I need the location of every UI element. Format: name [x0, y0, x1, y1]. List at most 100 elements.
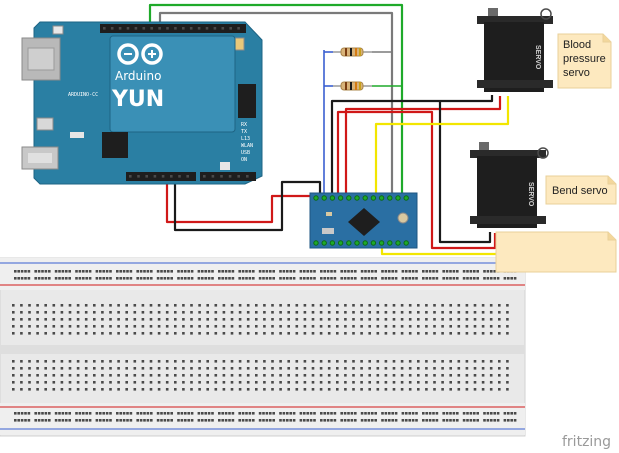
terminal-hole[interactable] [465, 311, 469, 314]
terminal-hole[interactable] [433, 374, 436, 377]
terminal-hole[interactable] [457, 318, 461, 321]
rail-hole[interactable] [367, 419, 371, 422]
terminal-hole[interactable] [271, 360, 274, 363]
rail-hole[interactable] [24, 277, 27, 280]
terminal-hole[interactable] [352, 360, 355, 363]
terminal-hole[interactable] [392, 325, 396, 328]
rail-hole[interactable] [388, 419, 391, 422]
terminal-hole[interactable] [60, 304, 64, 307]
rail-hole[interactable] [105, 270, 109, 273]
terminal-hole[interactable] [230, 374, 234, 377]
rail-hole[interactable] [82, 412, 85, 415]
rail-hole[interactable] [405, 270, 408, 273]
terminal-hole[interactable] [60, 367, 64, 370]
terminal-hole[interactable] [165, 318, 169, 321]
rail-hole[interactable] [323, 412, 326, 415]
rail-hole[interactable] [367, 270, 371, 273]
terminal-hole[interactable] [93, 367, 96, 370]
rail-hole[interactable] [452, 277, 456, 280]
rail-hole[interactable] [241, 270, 245, 273]
terminal-hole[interactable] [28, 318, 31, 321]
rail-hole[interactable] [381, 419, 384, 422]
terminal-hole[interactable] [76, 381, 80, 384]
terminal-hole[interactable] [295, 311, 299, 314]
rail-hole[interactable] [333, 277, 337, 280]
terminal-hole[interactable] [76, 318, 80, 321]
terminal-hole[interactable] [246, 360, 250, 363]
terminal-hole[interactable] [457, 332, 461, 335]
terminal-hole[interactable] [117, 304, 120, 307]
rail-hole[interactable] [422, 419, 425, 422]
analog-pin[interactable] [203, 175, 206, 178]
rail-hole[interactable] [408, 419, 411, 422]
terminal-hole[interactable] [473, 304, 477, 307]
rail-hole[interactable] [384, 419, 388, 422]
rail-hole[interactable] [177, 412, 180, 415]
terminal-hole[interactable] [327, 374, 331, 377]
terminal-hole[interactable] [441, 367, 444, 370]
terminal-hole[interactable] [368, 388, 371, 391]
digital-pin[interactable] [134, 27, 138, 30]
terminal-hole[interactable] [417, 318, 420, 321]
rail-hole[interactable] [330, 419, 333, 422]
terminal-hole[interactable] [506, 381, 509, 384]
rail-hole[interactable] [262, 419, 265, 422]
terminal-hole[interactable] [449, 374, 452, 377]
rail-hole[interactable] [82, 419, 85, 422]
terminal-hole[interactable] [360, 311, 363, 314]
terminal-hole[interactable] [336, 367, 339, 370]
terminal-hole[interactable] [384, 304, 388, 307]
terminal-hole[interactable] [198, 374, 201, 377]
terminal-hole[interactable] [52, 360, 56, 363]
terminal-hole[interactable] [214, 367, 218, 370]
terminal-hole[interactable] [255, 381, 258, 384]
terminal-hole[interactable] [295, 325, 299, 328]
terminal-hole[interactable] [457, 325, 461, 328]
rail-hole[interactable] [61, 412, 65, 415]
terminal-hole[interactable] [481, 374, 485, 377]
terminal-hole[interactable] [206, 360, 209, 363]
terminal-hole[interactable] [214, 318, 218, 321]
rail-hole[interactable] [286, 419, 289, 422]
rail-hole[interactable] [381, 270, 384, 273]
terminal-hole[interactable] [279, 304, 282, 307]
terminal-hole[interactable] [93, 318, 96, 321]
digital-pin[interactable] [118, 27, 122, 30]
pro-mini-pin[interactable] [321, 195, 327, 201]
terminal-hole[interactable] [76, 388, 80, 391]
terminal-hole[interactable] [214, 381, 218, 384]
rail-hole[interactable] [65, 270, 68, 273]
terminal-hole[interactable] [157, 318, 161, 321]
terminal-hole[interactable] [44, 332, 47, 335]
rail-hole[interactable] [102, 277, 105, 280]
terminal-hole[interactable] [506, 367, 509, 370]
terminal-hole[interactable] [101, 381, 104, 384]
terminal-hole[interactable] [327, 304, 331, 307]
rail-hole[interactable] [449, 270, 452, 273]
terminal-hole[interactable] [60, 311, 64, 314]
terminal-hole[interactable] [60, 332, 64, 335]
terminal-hole[interactable] [489, 332, 493, 335]
terminal-hole[interactable] [498, 325, 501, 328]
terminal-hole[interactable] [109, 367, 112, 370]
power-pin[interactable] [129, 175, 132, 178]
rail-hole[interactable] [452, 270, 456, 273]
rail-hole[interactable] [143, 277, 146, 280]
terminal-hole[interactable] [303, 374, 307, 377]
rail-hole[interactable] [20, 419, 24, 422]
terminal-hole[interactable] [230, 325, 234, 328]
rail-hole[interactable] [245, 277, 248, 280]
terminal-hole[interactable] [311, 304, 315, 307]
rail-hole[interactable] [360, 277, 364, 280]
digital-pin[interactable] [126, 27, 130, 30]
rail-hole[interactable] [326, 277, 330, 280]
rail-hole[interactable] [323, 419, 326, 422]
terminal-hole[interactable] [214, 332, 218, 335]
rail-hole[interactable] [88, 270, 92, 273]
terminal-hole[interactable] [182, 374, 185, 377]
terminal-hole[interactable] [392, 318, 396, 321]
rail-hole[interactable] [313, 412, 316, 415]
terminal-hole[interactable] [287, 304, 290, 307]
rail-hole[interactable] [88, 277, 92, 280]
terminal-hole[interactable] [20, 304, 23, 307]
